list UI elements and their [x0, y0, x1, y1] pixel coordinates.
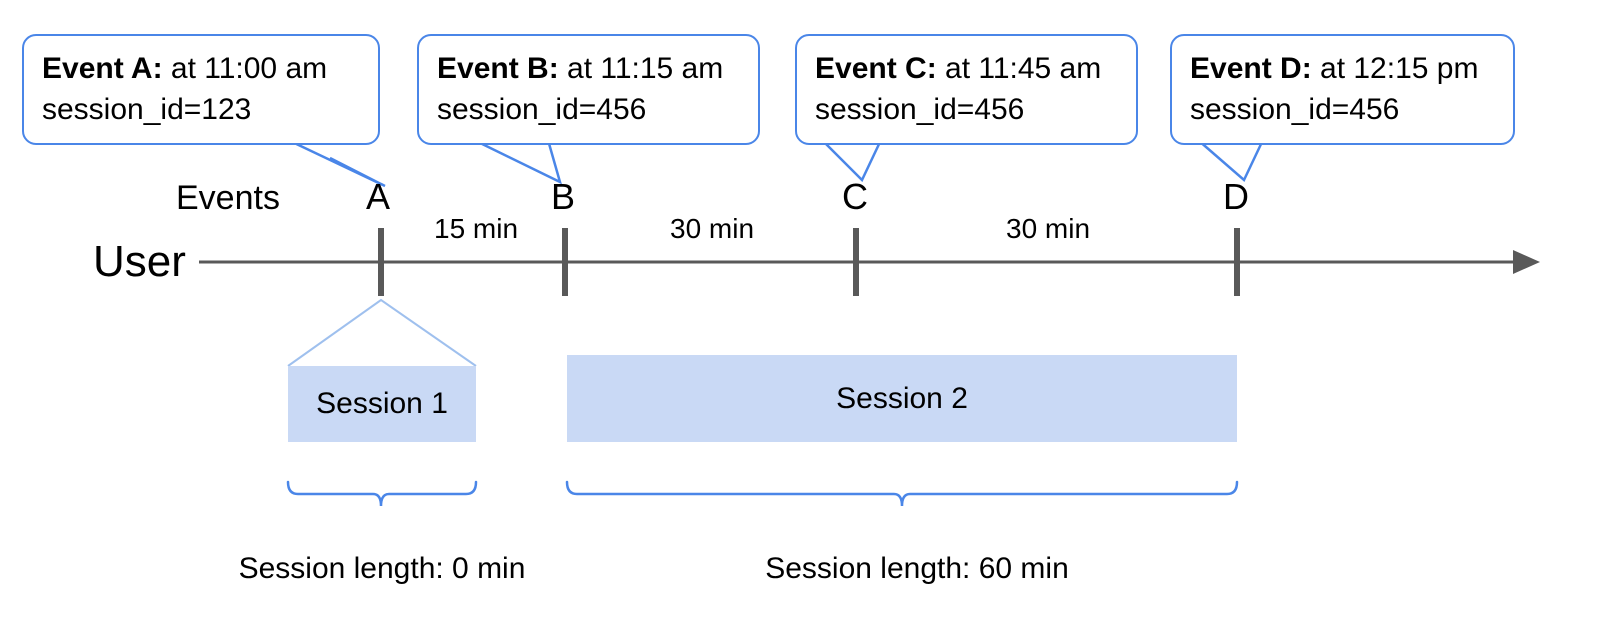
callout-a-line1: Event A: at 11:00 am: [42, 48, 362, 89]
event-letter-a: A: [366, 176, 391, 217]
session1-brace: [286, 480, 478, 507]
gap-label-a-b: 15 min: [434, 213, 519, 244]
callout-event-d: Event D: at 12:15 pm session_id=456: [1170, 34, 1515, 145]
session2-brace: [565, 480, 1239, 507]
session-length-1: Session length: 0 min: [238, 552, 526, 585]
callout-a-session-id: session_id=123: [42, 93, 252, 127]
row-label-user: User: [93, 237, 186, 286]
callout-c-event-name: Event C:: [815, 52, 937, 85]
session-length-2: Session length: 60 min: [765, 552, 1069, 585]
callout-b-session-id: session_id=456: [437, 93, 647, 127]
callout-d-line1: Event D: at 12:15 pm: [1190, 48, 1497, 89]
callout-leader-b: [473, 138, 562, 185]
callout-b-line1: Event B: at 11:15 am: [437, 48, 742, 89]
callout-a-event-name: Event A:: [42, 52, 163, 85]
callout-d-session-id: session_id=456: [1190, 93, 1400, 127]
callout-leader-c: [821, 139, 882, 183]
callout-leader-a: [287, 138, 386, 188]
callout-c-event-time: at 11:45 am: [936, 52, 1102, 85]
callout-a-event-time: at 11:00 am: [162, 52, 328, 85]
callout-event-c: Event C: at 11:45 am session_id=456: [795, 34, 1138, 145]
callout-c-session-id: session_id=456: [815, 93, 1025, 127]
event-letter-d: D: [1223, 176, 1249, 217]
event-letter-b: B: [551, 176, 576, 217]
session-bar-2: Session 2: [567, 355, 1237, 442]
session1-connector: [287, 298, 477, 367]
gap-label-b-c: 30 min: [670, 213, 755, 244]
event-letter-c: C: [842, 176, 868, 217]
callout-event-a: Event A: at 11:00 am session_id=123: [22, 34, 380, 145]
session-bar-1: Session 1: [288, 366, 476, 442]
session-bar-1-label: Session 1: [316, 387, 448, 420]
callout-b-event-name: Event B:: [437, 52, 559, 85]
session-bar-2-label: Session 2: [836, 381, 968, 415]
callout-c-line1: Event C: at 11:45 am: [815, 48, 1120, 89]
callout-d-event-name: Event D:: [1190, 52, 1312, 85]
callout-b-event-time: at 11:15 am: [558, 52, 724, 85]
row-label-events: Events: [176, 179, 280, 217]
gap-label-c-d: 30 min: [1006, 213, 1091, 244]
callout-leader-d: [1197, 139, 1264, 183]
callout-d-event-time: at 12:15 pm: [1311, 52, 1479, 85]
callout-event-b: Event B: at 11:15 am session_id=456: [417, 34, 760, 145]
